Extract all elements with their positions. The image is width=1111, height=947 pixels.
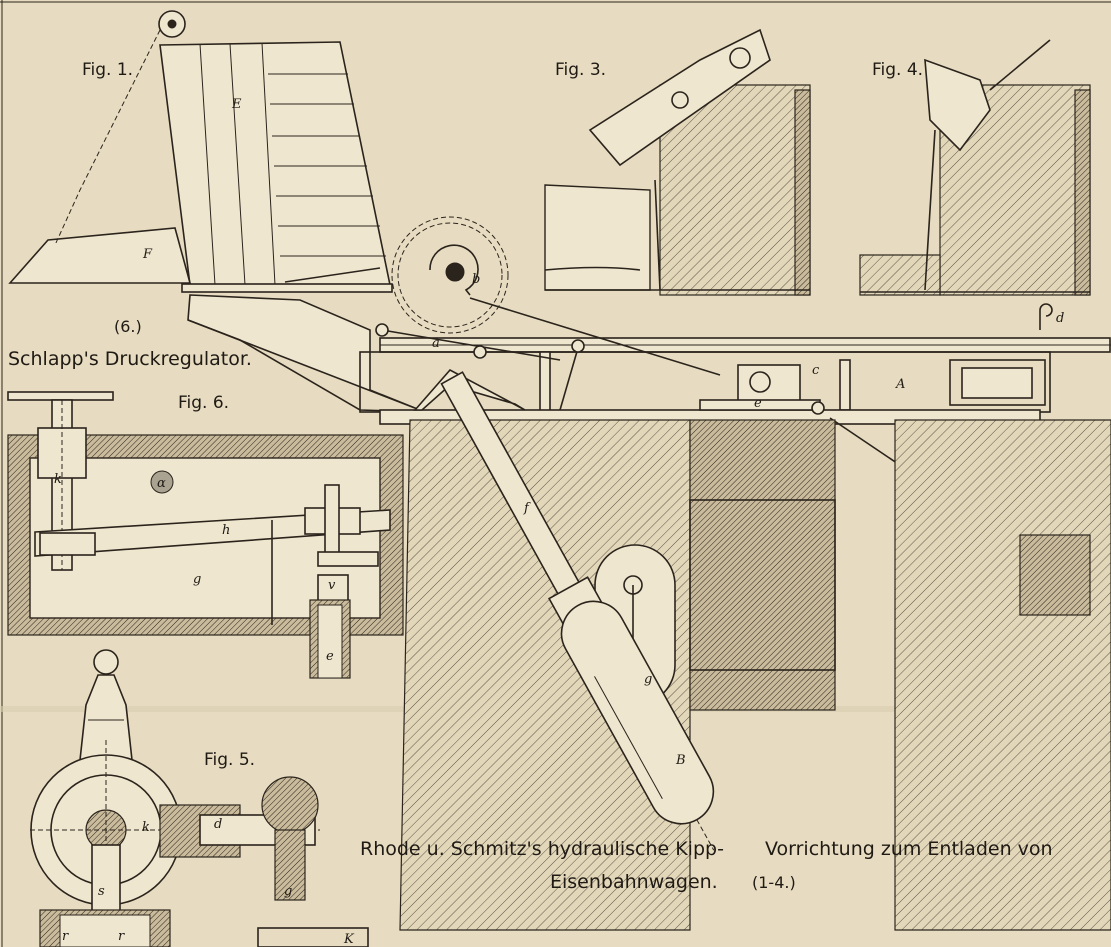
fig3-label: Fig. 3. — [555, 60, 606, 80]
fig4-drawing — [859, 39, 1091, 296]
letter-c: c — [812, 363, 820, 378]
fig1-4-reference: (1-4.) — [752, 873, 796, 892]
fig3-drawing — [544, 28, 811, 296]
fig6-drawing — [7, 391, 404, 679]
fig6-reference: (6.) — [114, 317, 142, 336]
fig6-letter-v: v — [328, 578, 336, 593]
druckregulator-title: Schlapp's Druckregulator. — [8, 348, 252, 370]
fig4-label: Fig. 4. — [872, 60, 923, 80]
letter-g: g — [644, 672, 652, 687]
fig5-label: Fig. 5. — [204, 750, 255, 770]
fig6-letter-h: h — [222, 523, 230, 538]
fig5-letter-r-right: r — [118, 929, 125, 944]
letter-e: e — [754, 396, 762, 411]
fig6-letter-e: e — [326, 649, 334, 664]
letter-f: f — [523, 501, 531, 516]
fig5-drawing — [30, 649, 369, 947]
letter-F: F — [142, 247, 153, 262]
letter-A: A — [895, 377, 905, 392]
fig5-letter-r-left: r — [62, 929, 69, 944]
fig6-letter-g: g — [193, 572, 201, 587]
fig6-letter-alpha: α — [157, 476, 166, 491]
fig5-letter-K: K — [343, 932, 355, 947]
fig1-cylinder — [440, 371, 715, 851]
letter-d: d — [1056, 311, 1064, 326]
fig5-letter-g: g — [284, 884, 292, 899]
letter-a: a — [432, 336, 440, 351]
kipp-title-left: Rhode u. Schmitz's hydraulische Kipp- — [360, 838, 724, 860]
fig1-wagon — [8, 10, 393, 293]
fig6-letter-k: k — [54, 472, 62, 487]
fig5-letter-d: d — [214, 817, 222, 832]
kipp-title-line2: Eisenbahnwagen. — [550, 871, 718, 893]
letter-B: B — [675, 753, 686, 768]
kipp-title-right: Vorrichtung zum Entladen von — [765, 838, 1053, 860]
letter-b: b — [472, 272, 480, 287]
fig1-label: Fig. 1. — [82, 60, 133, 80]
fig6-label: Fig. 6. — [178, 393, 229, 413]
fig5-letter-k: k — [142, 820, 150, 835]
fig5-letter-s: s — [98, 884, 105, 899]
letter-E: E — [231, 97, 242, 112]
